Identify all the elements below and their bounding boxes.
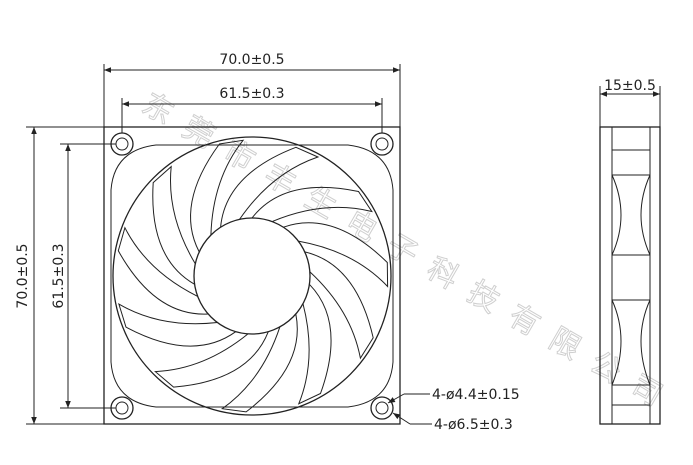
mounting-hole-tr: [370, 132, 394, 156]
dim-hole-spacing-width: 61.5±0.3: [121, 86, 383, 133]
fan-blade: [118, 303, 236, 347]
dim-overall-height-label: 70.0±0.5: [15, 243, 31, 308]
fan-hub: [193, 217, 311, 335]
fan-blade: [220, 146, 320, 228]
hole-outer-label: 4-ø6.5±0.3: [434, 417, 513, 433]
fan-blade: [297, 283, 332, 405]
fan-blade: [152, 165, 196, 285]
dim-overall-height: 70.0±0.5: [15, 126, 104, 425]
side-body: [599, 126, 661, 425]
side-view: [599, 126, 661, 425]
blade-ring: [112, 136, 392, 416]
fan-blade: [154, 331, 269, 388]
fan-blade: [251, 186, 373, 223]
dim-hole-spacing-height-label: 61.5±0.3: [51, 243, 67, 308]
fan-blade: [220, 313, 298, 413]
hole-inner-label: 4-ø4.4±0.15: [432, 387, 520, 403]
dim-hole-spacing-width-label: 61.5±0.3: [219, 86, 284, 102]
fan-blade: [304, 251, 374, 360]
dim-thickness: 15±0.5: [599, 78, 661, 127]
front-view: [103, 126, 401, 425]
fan-blades: [117, 139, 389, 413]
fan-frame-outer: [103, 126, 401, 425]
mounting-hole-br: [370, 396, 394, 420]
watermark: 东莞市丰生电子科技有限公司: [136, 86, 669, 414]
watermark-text: 东莞市丰生电子科技有限公司: [136, 87, 668, 414]
dim-hole-spacing-height: 61.5±0.3: [51, 143, 116, 409]
dim-overall-width: 70.0±0.5: [103, 52, 401, 127]
hole-callouts: 4-ø4.4±0.15 4-ø6.5±0.3: [387, 387, 520, 433]
fan-blade: [283, 222, 389, 288]
dim-thickness-label: 15±0.5: [604, 78, 656, 94]
fan-frame-inner: [110, 144, 394, 408]
fan-blade: [117, 226, 209, 315]
fan-blade: [190, 139, 245, 253]
dim-overall-width-label: 70.0±0.5: [219, 52, 284, 68]
